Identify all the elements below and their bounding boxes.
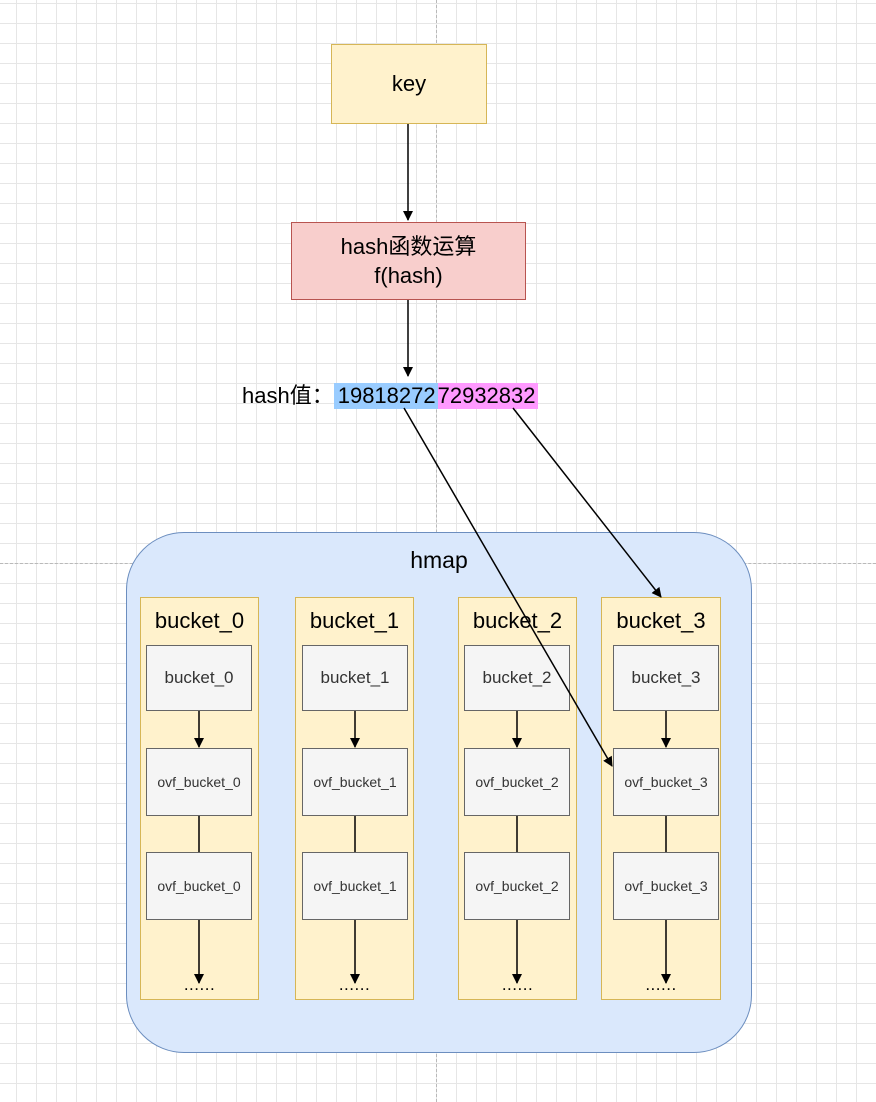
overflow-bucket-cell[interactable]: ovf_bucket_1 bbox=[302, 852, 408, 920]
bucket-more-indicator: ...... bbox=[183, 975, 216, 994]
bucket-more-indicator: ...... bbox=[501, 975, 534, 994]
hash-function-formula: f(hash) bbox=[374, 263, 443, 288]
hash-value-label[interactable]: hash值： 19818272 72932832 bbox=[242, 383, 538, 409]
hash-value-prefix: hash值： bbox=[242, 383, 334, 408]
hmap-title: hmap bbox=[410, 547, 468, 573]
bucket-column-title: bucket_1 bbox=[309, 608, 400, 633]
key-node[interactable]: key bbox=[331, 44, 487, 124]
hash-value-high-bits: 19818272 bbox=[333, 383, 438, 409]
high-bits-to-overflow-arrow bbox=[403, 407, 613, 767]
bucket-column-title: bucket_3 bbox=[616, 608, 706, 633]
overflow-bucket-cell[interactable]: ovf_bucket_2 bbox=[464, 748, 570, 816]
bucket-column-title: bucket_2 bbox=[472, 608, 563, 633]
bucket-head-cell[interactable]: bucket_0 bbox=[146, 645, 252, 711]
overflow-bucket-cell[interactable]: ovf_bucket_3 bbox=[613, 852, 719, 920]
bucket-head-cell[interactable]: bucket_2 bbox=[464, 645, 570, 711]
overflow-bucket-cell[interactable]: ovf_bucket_0 bbox=[146, 748, 252, 816]
low-bits-to-bucket-arrow bbox=[512, 407, 662, 598]
overflow-bucket-cell[interactable]: ovf_bucket_1 bbox=[302, 748, 408, 816]
overflow-bucket-cell[interactable]: ovf_bucket_3 bbox=[613, 748, 719, 816]
bucket-more-indicator: ...... bbox=[338, 975, 371, 994]
hash-function-node[interactable]: hash函数运算 f(hash) bbox=[291, 222, 526, 300]
bucket-head-cell[interactable]: bucket_3 bbox=[613, 645, 719, 711]
bucket-column-title: bucket_0 bbox=[154, 608, 245, 633]
overflow-bucket-cell[interactable]: ovf_bucket_0 bbox=[146, 852, 252, 920]
hash-value-low-bits: 72932832 bbox=[437, 383, 538, 409]
key-label: key bbox=[391, 71, 427, 96]
bucket-head-cell[interactable]: bucket_1 bbox=[302, 645, 408, 711]
hash-function-title: hash函数运算 bbox=[340, 234, 477, 259]
overflow-bucket-cell[interactable]: ovf_bucket_2 bbox=[464, 852, 570, 920]
